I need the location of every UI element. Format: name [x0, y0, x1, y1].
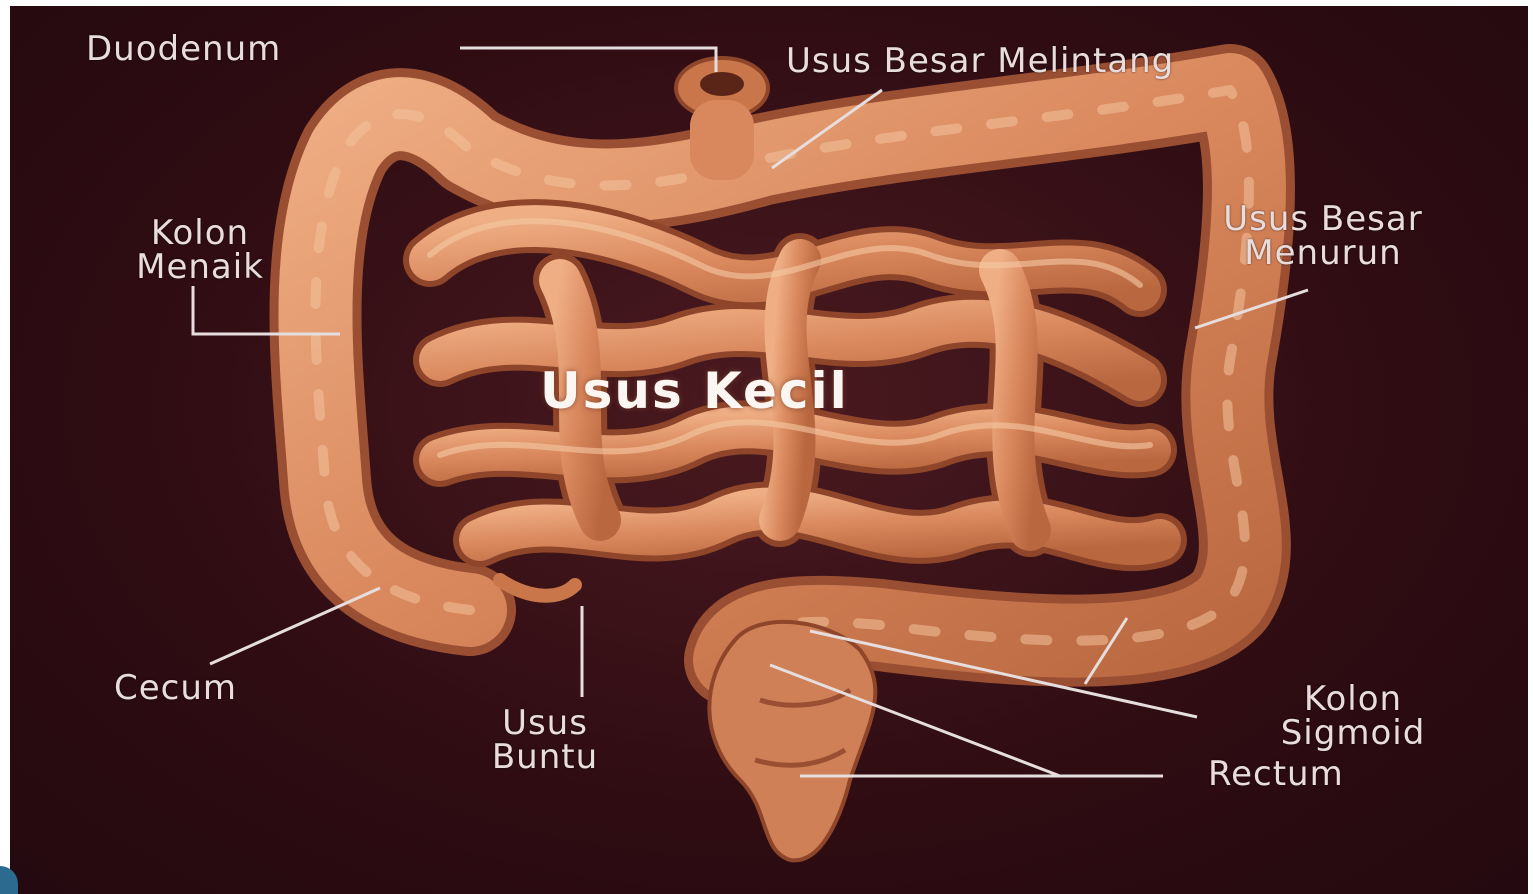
label-kolon-menaik-line2: Menaik	[100, 250, 300, 284]
label-cecum: Cecum	[114, 671, 237, 705]
label-usus-buntu-line2: Buntu	[450, 740, 640, 774]
label-usus-buntu-line1: Usus	[450, 706, 640, 740]
label-usus-buntu: Usus Buntu	[450, 706, 640, 774]
label-kolon-sigmoid-line1: Kolon	[1228, 682, 1478, 716]
label-rectum: Rectum	[1208, 757, 1344, 791]
label-usus-besar-menurun: Usus Besar Menurun	[1168, 202, 1478, 270]
rectum-shape	[709, 622, 875, 860]
appendix-shape	[500, 580, 575, 596]
label-usus-besar-melintang: Usus Besar Melintang	[786, 44, 1174, 78]
label-kolon-menaik: Kolon Menaik	[100, 216, 300, 284]
label-usus-besar-menurun-line2: Menurun	[1168, 236, 1478, 270]
label-usus-besar-menurun-line1: Usus Besar	[1168, 202, 1478, 236]
label-duodenum: Duodenum	[86, 32, 281, 66]
leader-line-duodenum	[460, 48, 716, 72]
label-kolon-sigmoid: Kolon Sigmoid	[1228, 682, 1478, 750]
label-usus-kecil: Usus Kecil	[540, 366, 849, 416]
label-kolon-sigmoid-line2: Sigmoid	[1228, 716, 1478, 750]
label-kolon-menaik-line1: Kolon	[100, 216, 300, 250]
leader-line-cecum	[210, 588, 380, 664]
